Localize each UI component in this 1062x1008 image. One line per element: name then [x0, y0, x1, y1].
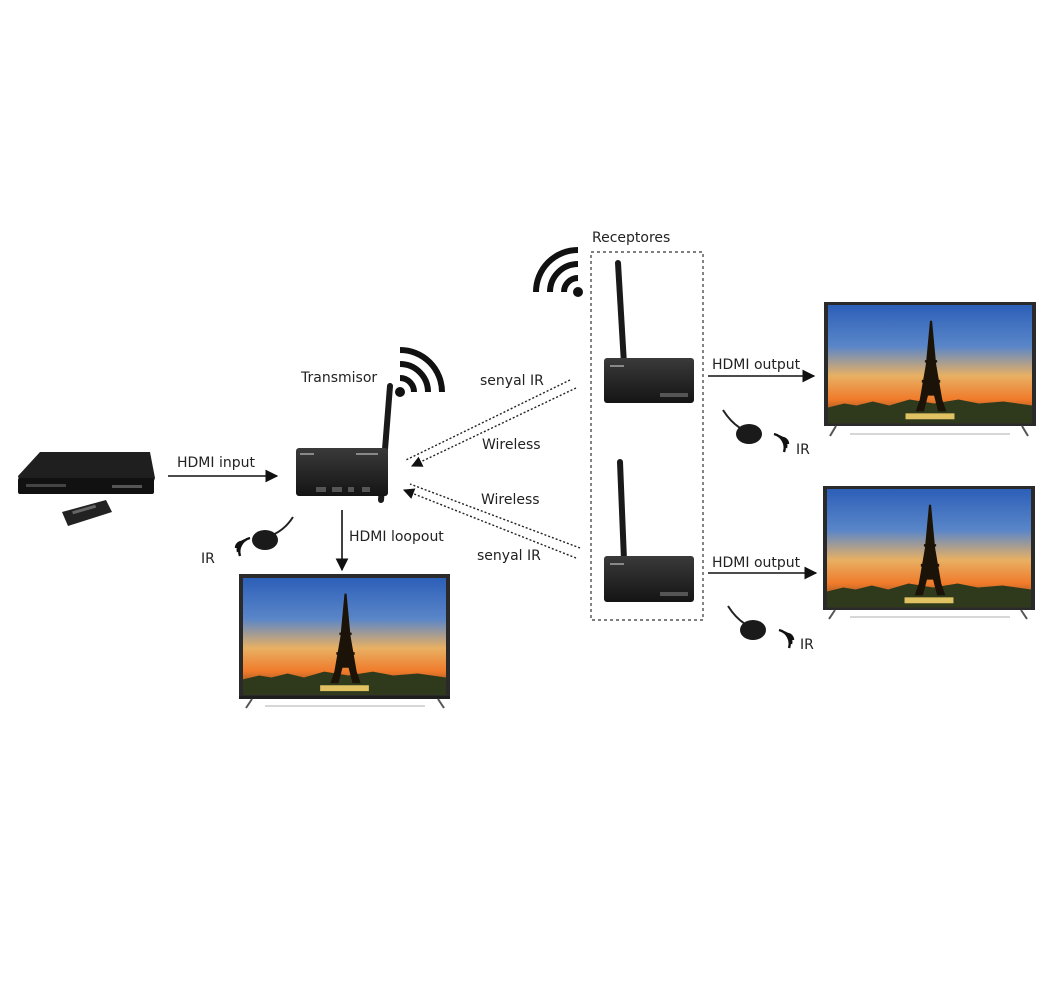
- ir-waves-icon: [773, 432, 790, 453]
- wireless-label-bottom: Wireless: [481, 492, 540, 508]
- wireless-link-top: [405, 379, 577, 467]
- ir-label-transmitter: IR: [201, 551, 215, 567]
- hdmi-output-label-bottom: HDMI output: [712, 555, 801, 571]
- wireless-link-bottom: [402, 483, 581, 559]
- receiver-box-icon: [604, 260, 694, 403]
- wifi-icon: [533, 247, 583, 297]
- transmitter-label: Transmisor: [301, 370, 378, 386]
- wifi-icon: [395, 347, 445, 397]
- ir-sensor-icon: [722, 409, 762, 444]
- ir-waves-icon: [778, 628, 795, 649]
- hdmi-input-label: HDMI input: [177, 455, 255, 471]
- ir-label-receiver-bottom: IR: [800, 637, 814, 653]
- receivers-group-box: [590, 251, 704, 621]
- receiver-box-icon: [604, 459, 694, 602]
- wireless-label-top: Wireless: [482, 437, 541, 453]
- ir-signal-label-top: senyal IR: [480, 373, 544, 389]
- transmitter-box-icon: [296, 383, 393, 503]
- tv-icon: [824, 302, 1036, 437]
- ir-sensor-icon: [252, 516, 294, 550]
- ir-label-receiver-top: IR: [796, 442, 810, 458]
- ir-sensor-icon: [727, 605, 766, 640]
- receivers-label: Receptores: [592, 230, 671, 246]
- hdmi-loopout-label: HDMI loopout: [349, 529, 444, 545]
- blu-ray-player-icon: [18, 452, 155, 494]
- ir-signal-label-bottom: senyal IR: [477, 548, 541, 564]
- tv-icon: [239, 574, 450, 709]
- hdmi-output-label-top: HDMI output: [712, 357, 801, 373]
- remote-control-icon: [62, 500, 112, 526]
- tv-icon: [823, 486, 1035, 620]
- ir-waves-icon: [234, 536, 251, 557]
